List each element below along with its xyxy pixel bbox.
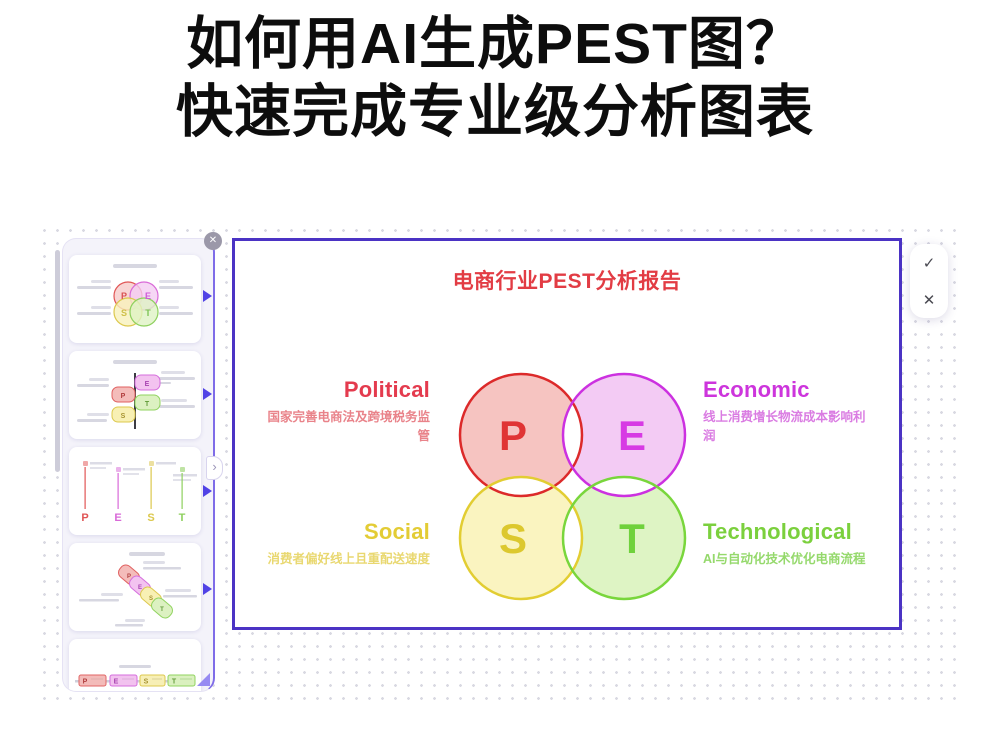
page-title-line-2: 快速完成专业级分析图表 — [176, 80, 814, 145]
venn-letter-p: P — [499, 412, 527, 459]
mini-cascade-diagram: P E S T — [118, 564, 173, 619]
label-economic[interactable]: Economic 线上消费增长物流成本影响利润 — [703, 377, 871, 447]
svg-text:E: E — [145, 381, 150, 388]
reject-button[interactable]: ✕ — [910, 291, 948, 309]
template-thumbnail-pillars[interactable]: P E S T — [69, 447, 201, 535]
quadrant-desc-technological: AI与自动化技术优化电商流程 — [703, 552, 866, 566]
svg-text:T: T — [145, 401, 150, 408]
template-apply-arrow-3[interactable] — [203, 485, 212, 497]
placeholder-title-bar — [119, 665, 151, 668]
quadrant-desc-political: 国家完善电商法及跨境税务监管 — [267, 410, 430, 444]
svg-text:P: P — [83, 679, 88, 686]
svg-text:E: E — [138, 585, 142, 591]
template-thumbnail-flags[interactable]: P E T S — [69, 351, 201, 439]
svg-text:E: E — [145, 291, 151, 301]
circle-political — [458, 372, 584, 498]
svg-text:T: T — [172, 679, 177, 686]
approval-toolbar: ✓ ✕ — [910, 244, 948, 318]
quadrant-desc-social: 消费者偏好线上且重配送速度 — [267, 552, 430, 566]
mini-flag-pole-diagram: P E T S — [111, 373, 161, 429]
quadrant-heading-economic: Economic — [703, 377, 810, 402]
venn-letter-s: S — [499, 515, 527, 562]
svg-text:S: S — [149, 596, 153, 602]
template-apply-arrow-1[interactable] — [203, 290, 212, 302]
template-sidebar-panel: P E S T P E T — [62, 238, 215, 692]
panel-resize-corner[interactable] — [197, 673, 210, 686]
quadrant-desc-economic: 线上消费增长物流成本影响利润 — [703, 410, 866, 444]
mini-timeline-diagram: P E S T — [75, 674, 196, 687]
circle-technological — [561, 475, 687, 601]
label-technological[interactable]: Technological AI与自动化技术优化电商流程 — [703, 519, 871, 569]
close-icon: ✕ — [922, 291, 936, 309]
quadrant-heading-technological: Technological — [703, 519, 852, 544]
page-title-line-1: 如何用AI生成PEST图？ — [186, 12, 804, 76]
svg-text:P: P — [121, 393, 126, 400]
accept-button[interactable]: ✓ — [910, 254, 948, 272]
venn-letter-e: E — [618, 412, 646, 459]
panel-collapse-handle[interactable]: › — [206, 456, 223, 480]
chevron-right-icon: › — [212, 459, 217, 474]
svg-text:P: P — [81, 512, 88, 524]
template-thumbnail-timeline[interactable]: P E S T — [69, 639, 201, 691]
panel-scrollbar[interactable] — [55, 250, 60, 472]
svg-text:T: T — [179, 512, 186, 524]
placeholder-text-lines — [77, 360, 195, 422]
quadrant-heading-political: Political — [343, 377, 430, 402]
svg-text:P: P — [121, 291, 127, 301]
svg-text:E: E — [114, 512, 121, 524]
thumbnail-preview-cascade: P E S T — [79, 552, 197, 627]
quadrant-heading-social: Social — [363, 519, 430, 544]
circle-technological-fill — [456, 370, 689, 603]
svg-text:T: T — [145, 308, 151, 318]
circle-economic — [561, 372, 687, 498]
thumbnail-preview-venn: P E S T — [77, 264, 193, 327]
svg-text:T: T — [160, 607, 164, 613]
label-social[interactable]: Social 消费者偏好线上且重配送速度 — [262, 519, 430, 569]
page-title: 如何用AI生成PEST图？ 快速完成专业级分析图表 — [0, 10, 990, 147]
svg-text:S: S — [147, 512, 154, 524]
close-icon: ✕ — [208, 235, 218, 246]
thumbnail-preview-pillars: P E S T — [81, 461, 197, 524]
label-political[interactable]: Political 国家完善电商法及跨境税务监管 — [262, 377, 430, 447]
placeholder-text-lines — [77, 264, 193, 315]
svg-text:P: P — [127, 574, 131, 580]
circle-social — [458, 475, 584, 601]
template-apply-arrow-4[interactable] — [203, 583, 212, 595]
template-thumbnail-cascade[interactable]: P E S T — [69, 543, 201, 631]
mini-venn: P E S T — [113, 281, 159, 327]
design-canvas[interactable]: 电商行业PEST分析报告 P E S T Political 国家完善电商法及跨… — [232, 238, 902, 630]
venn-letter-t: T — [619, 515, 645, 562]
svg-text:S: S — [121, 308, 127, 318]
template-thumbnail-venn[interactable]: P E S T — [69, 255, 201, 343]
template-apply-arrow-2[interactable] — [203, 388, 212, 400]
canvas-title: 电商行业PEST分析报告 — [452, 270, 682, 293]
mini-pillar-diagram: P E S T — [81, 461, 197, 524]
pest-venn-diagram[interactable]: P E S T — [456, 370, 689, 603]
placeholder-text-lines — [79, 552, 197, 627]
panel-close-button[interactable]: ✕ — [204, 232, 222, 250]
check-icon: ✓ — [922, 254, 936, 272]
svg-text:S: S — [144, 679, 149, 686]
thumbnail-preview-timeline: P E S T — [75, 665, 196, 687]
svg-text:S: S — [121, 413, 126, 420]
thumbnail-preview-flags: P E T S — [77, 360, 195, 429]
svg-text:E: E — [114, 679, 119, 686]
